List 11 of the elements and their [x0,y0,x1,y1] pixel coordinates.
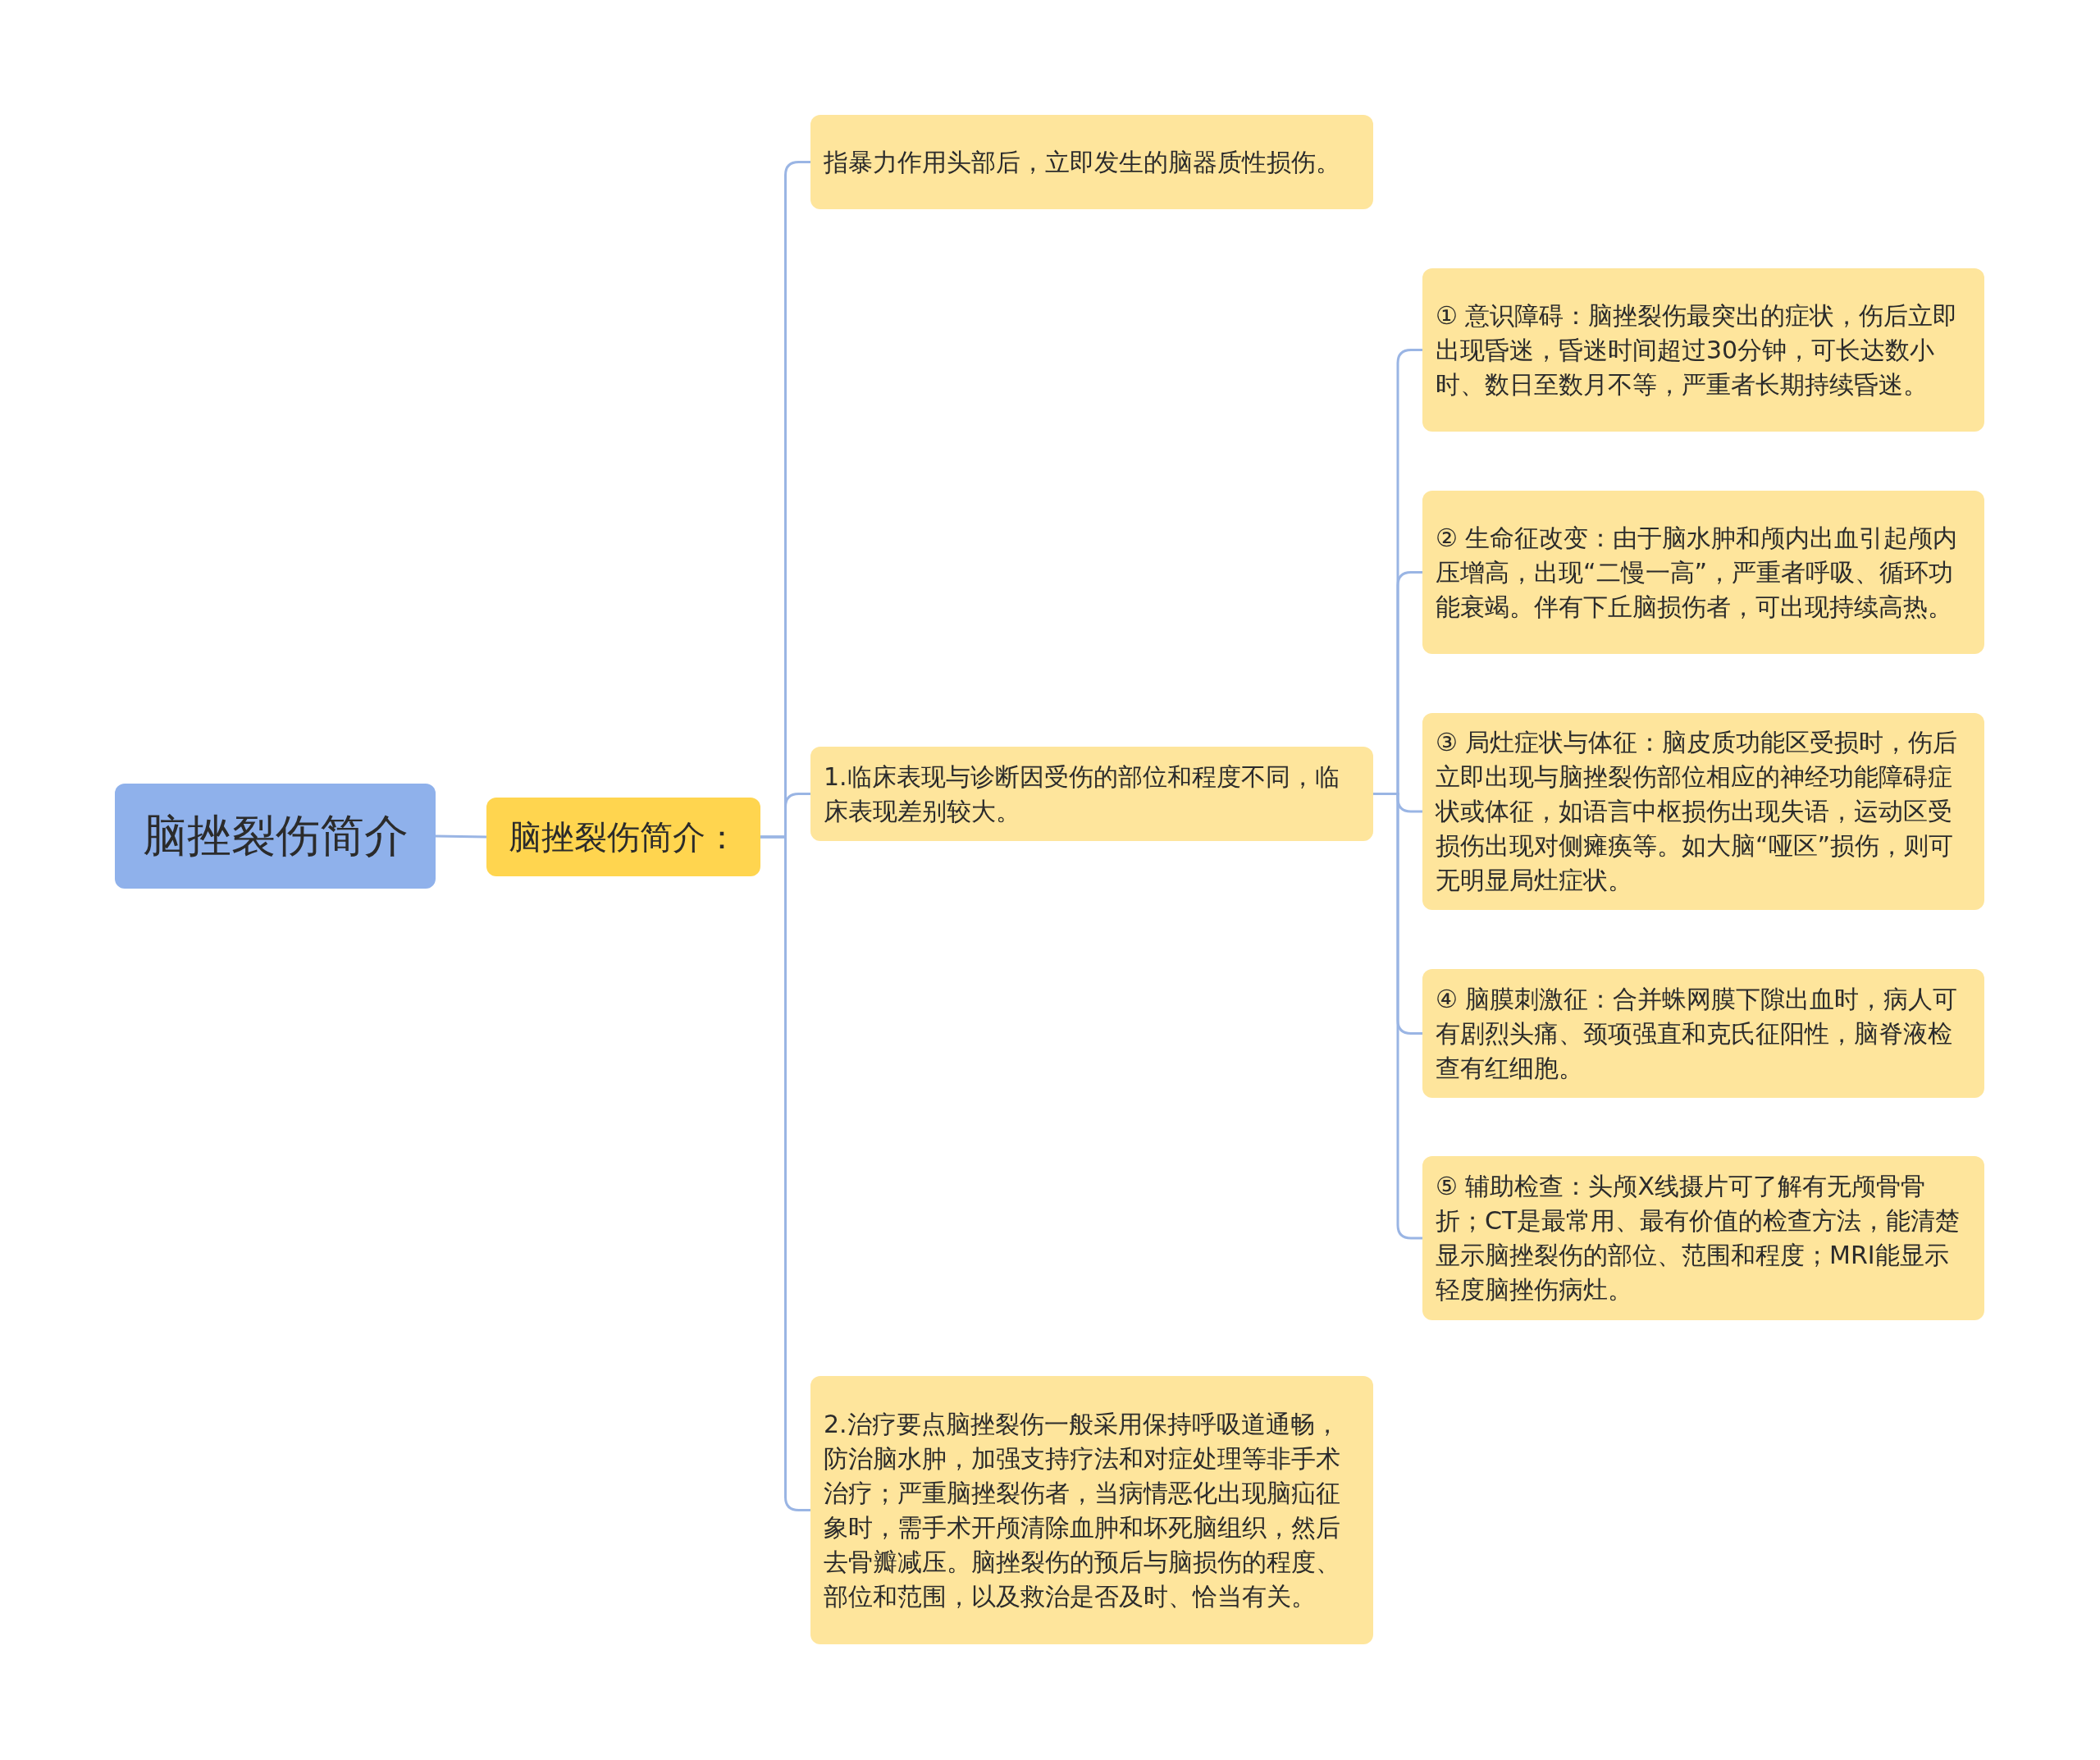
main-topic-box: 脑挫裂伤简介： [486,798,760,876]
root-topic-box: 脑挫裂伤简介 [115,784,436,889]
topic-box: 指暴力作用头部后，立即发生的脑器质性损伤。 [810,115,1373,209]
topic-box: ① 意识障碍：脑挫裂伤最突出的症状，伤后立即出现昏迷，昏迷时间超过30分钟，可长达数小时、数日至数月不等，严重者长期持续昏迷。 [1422,268,1984,432]
topic-box: ⑤ 辅助检查：头颅X线摄片可了解有无颅骨骨折；CT是最常用、最有价值的检查方法，能清楚显示脑挫裂伤的部位、范围和程度；MRI能显示轻度脑挫伤病灶。 [1422,1156,1984,1320]
topic-box: 1.临床表现与诊断因受伤的部位和程度不同，临床表现差别较大。 [810,747,1373,841]
topic-box: ② 生命征改变：由于脑水肿和颅内出血引起颅内压增高，出现“二慢一高”，严重者呼吸、循环功能衰竭。伴有下丘脑损伤者，可出现持续高热。 [1422,491,1984,654]
topic-box: ③ 局灶症状与体征：脑皮质功能区受损时，伤后立即出现与脑挫裂伤部位相应的神经功能障碍症状或体征，如语言中枢损伤出现失语，运动区受损伤出现对侧瘫痪等。如大脑“哑区”损伤，则可无明显局灶症状。 [1422,713,1984,910]
connector-line [435,834,487,839]
topic-box: ④ 脑膜刺激征：合并蛛网膜下隙出血时，病人可有剧烈头痛、颈项强直和克氏征阳性，脑脊液检查有红细胞。 [1422,969,1984,1098]
topic-box: 2.治疗要点脑挫裂伤一般采用保持呼吸道通畅，防治脑水肿，加强支持疗法和对症处理等非手术治疗；严重脑挫裂伤者，当病情恶化出现脑疝征象时，需手术开颅清除血肿和坏死脑组织，然后去骨瓣减压。脑挫裂伤的预后与脑损伤的程度、部位和范围，以及救治是否及时、恰当有关。 [810,1376,1373,1644]
